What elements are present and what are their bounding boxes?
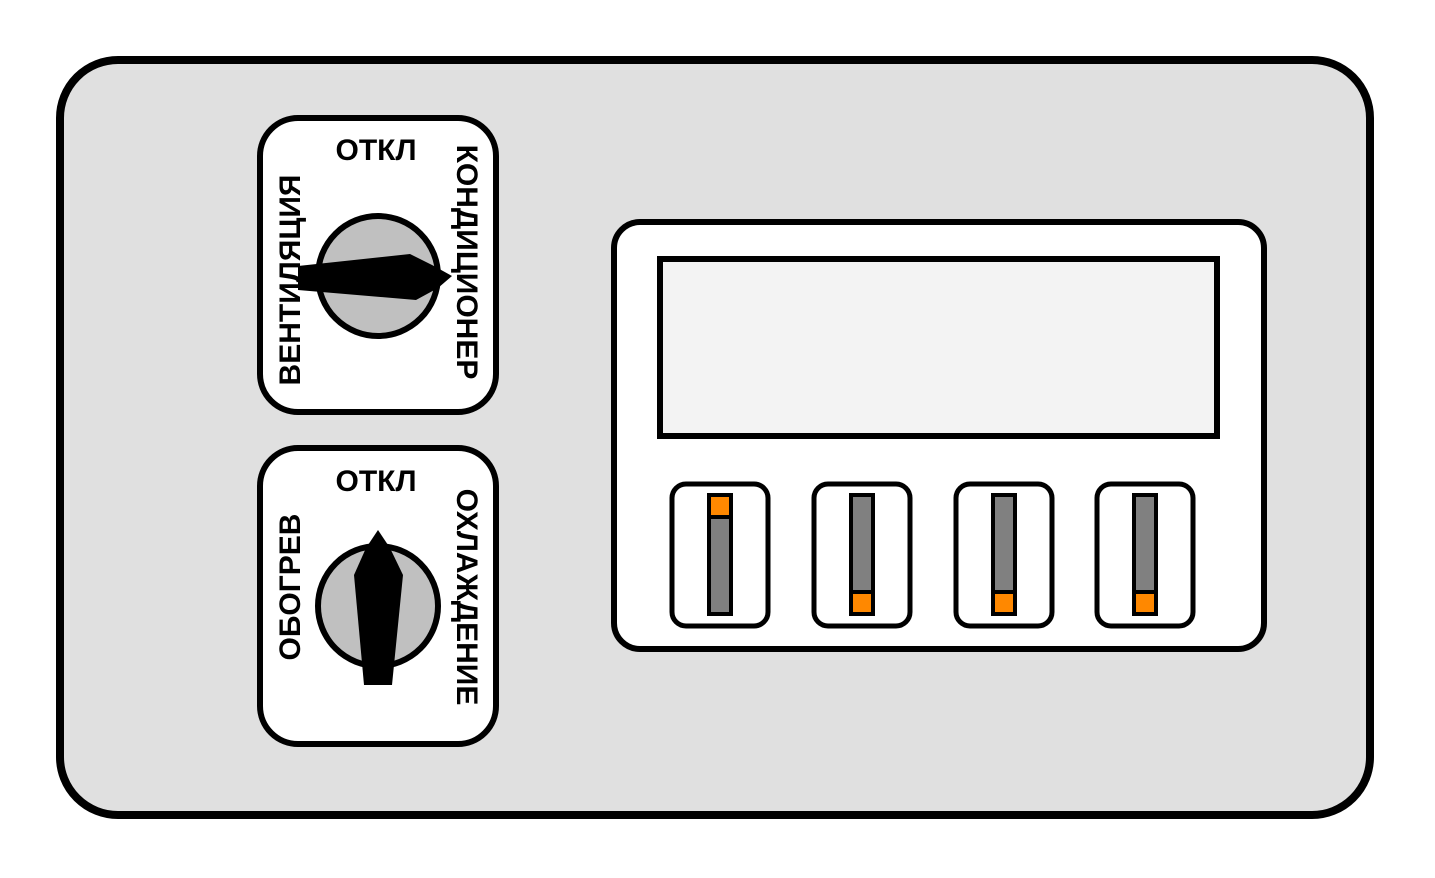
slider-switch-4[interactable] bbox=[1094, 481, 1196, 629]
climate-selector-knob[interactable] bbox=[315, 530, 441, 685]
mode-switch-module: ОТКЛ ВЕНТИЛЯЦИЯ КОНДИЦИОНЕР bbox=[257, 115, 499, 415]
slider-switch-3[interactable] bbox=[953, 481, 1055, 629]
climate-label-off: ОТКЛ bbox=[335, 465, 416, 498]
slider-thumb[interactable] bbox=[849, 590, 875, 616]
climate-label-cooling: ОХЛАЖДЕНИЕ bbox=[450, 489, 483, 706]
slider-switch-1[interactable] bbox=[669, 481, 771, 629]
climate-label-heating: ОБОГРЕВ bbox=[274, 514, 307, 661]
climate-switch-module: ОТКЛ ОБОГРЕВ ОХЛАЖДЕНИЕ bbox=[257, 445, 499, 747]
climate-knob-pointer bbox=[354, 530, 403, 685]
mode-knob-pointer bbox=[298, 254, 452, 300]
slider-thumb[interactable] bbox=[1132, 590, 1158, 616]
slider-switch-2[interactable] bbox=[811, 481, 913, 629]
slider-thumb[interactable] bbox=[991, 590, 1017, 616]
slider-thumb[interactable] bbox=[707, 493, 733, 519]
mode-label-conditioner: КОНДИЦИОНЕР bbox=[450, 145, 483, 380]
mode-label-off: ОТКЛ bbox=[335, 134, 416, 167]
mode-selector-knob[interactable] bbox=[298, 213, 452, 339]
control-unit bbox=[611, 219, 1267, 652]
slider-group bbox=[669, 481, 1196, 629]
lcd-display bbox=[657, 256, 1220, 439]
